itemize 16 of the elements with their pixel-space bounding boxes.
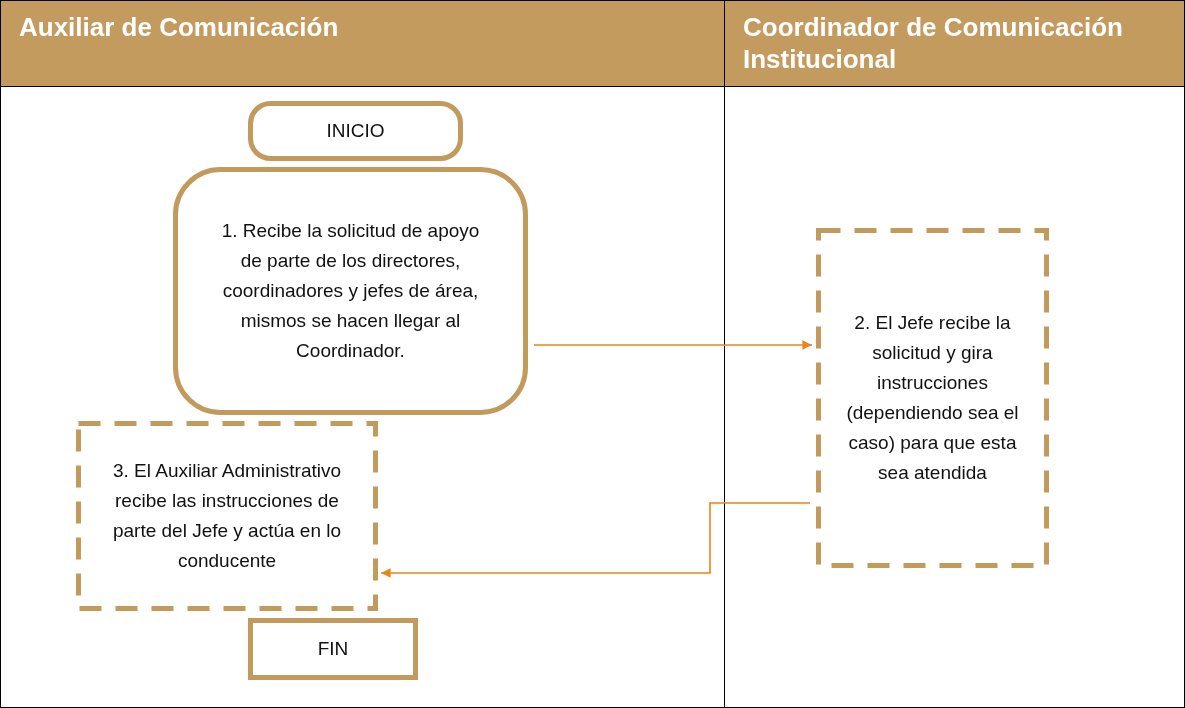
arrow — [380, 502, 811, 578]
swimlane — [724, 0, 1185, 708]
rounded-process-box — [173, 167, 528, 415]
lane-header: Coordinador de Comunicación Institucional — [725, 1, 1184, 87]
step-text: 1. Recibe la solicitud de apoyo de parte de los directores, coordinadores y jefes de área, mismos se hacen llegar al Coordinador. — [220, 219, 481, 363]
step-text: FIN — [317, 637, 349, 661]
terminal-box — [248, 618, 418, 680]
rounded-process-box — [248, 101, 463, 161]
swimlane — [0, 0, 725, 708]
step-text: 3. El Auxiliar Administrativo recibe las instrucciones de parte del Jefe y actúa en lo conducente — [111, 459, 343, 573]
step-text: INICIO — [326, 119, 385, 143]
lane-header: Auxiliar de Comunicación — [1, 1, 724, 87]
arrow — [533, 340, 813, 350]
dashed-process-box — [76, 421, 378, 611]
step-text: 2. El Jefe recibe la solicitud y gira instrucciones (dependiendo sea el caso) para que esta sea atendida — [845, 311, 1020, 485]
dashed-process-box — [816, 228, 1049, 568]
